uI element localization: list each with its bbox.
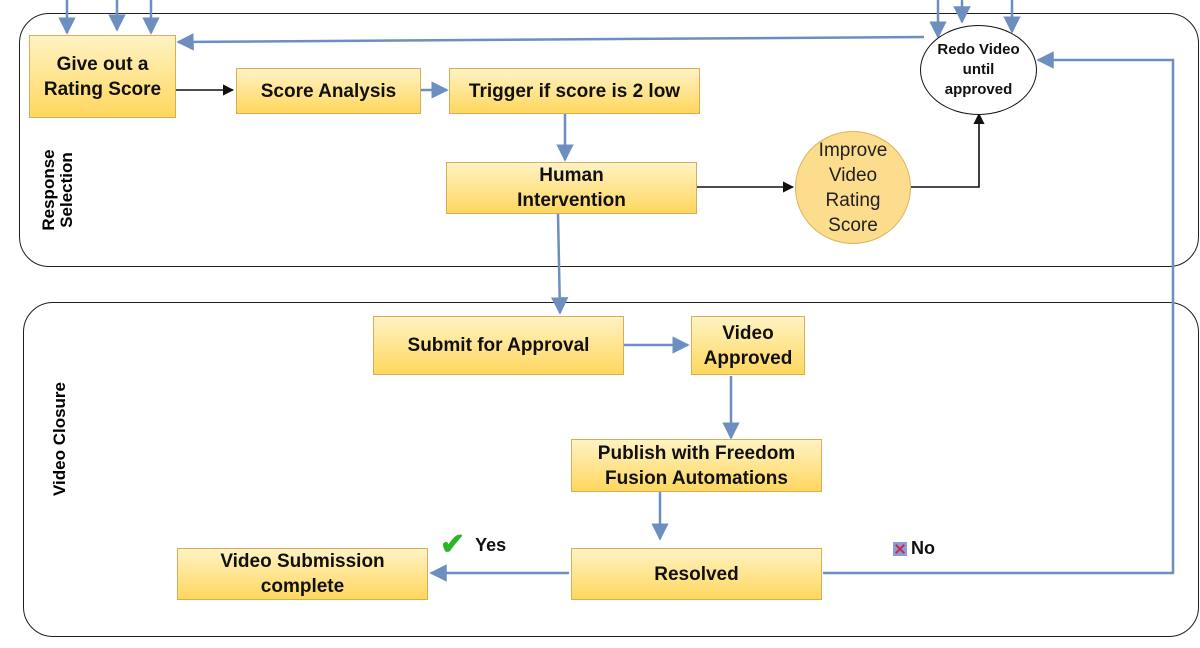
lane-video-closure xyxy=(23,302,1199,637)
submit-for-approval-box: Submit for Approval xyxy=(373,316,624,375)
human-to-submit-arrow xyxy=(550,213,569,315)
yes-label: ✔ Yes xyxy=(440,530,506,560)
redo-to-rating-arrow xyxy=(176,33,925,51)
lane-response-selection xyxy=(19,13,1199,267)
score-analysis-box: Score Analysis xyxy=(236,68,421,114)
no-text: No xyxy=(911,538,935,558)
improve-to-redo-arrow xyxy=(911,112,985,188)
trigger-box: Trigger if score is 2 low xyxy=(449,68,700,114)
cross-icon xyxy=(893,541,907,556)
resolved-to-redo-arrow xyxy=(823,51,1175,575)
no-label: No xyxy=(893,538,935,559)
checkmark-icon: ✔ xyxy=(440,528,466,561)
video-approved-box: Video Approved xyxy=(691,316,805,375)
publish-box: Publish with Freedom Fusion Automations xyxy=(571,439,822,492)
human-intervention-box: Human Intervention xyxy=(446,162,697,214)
redo-video-circle: Redo Video until approved xyxy=(920,25,1037,115)
video-submission-complete-box: Video Submission complete xyxy=(177,548,428,600)
give-rating-score-box: Give out a Rating Score xyxy=(29,35,176,118)
yes-text: Yes xyxy=(475,534,507,555)
resolved-box: Resolved xyxy=(571,548,822,600)
improve-video-rating-circle: Improve Video Rating Score xyxy=(795,131,911,244)
